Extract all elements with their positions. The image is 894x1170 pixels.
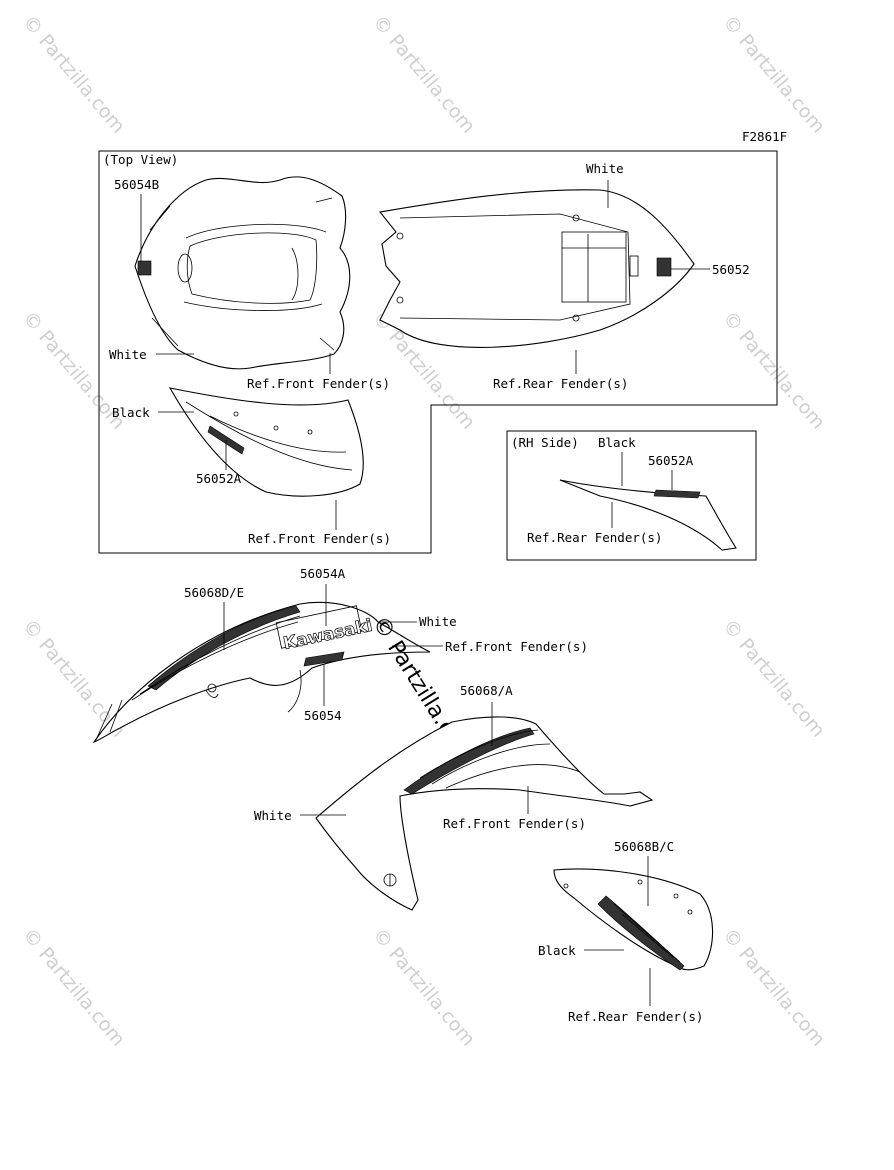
watermark: © Partzilla.com [718,307,829,433]
label-ref-front-fender: Ref.Front Fender(s) [248,531,391,546]
front-fender-right-side [315,716,654,911]
top-view-title: (Top View) [103,152,178,167]
label-56068-A: 56068/A [460,683,513,698]
label-black: Black [538,943,576,958]
label-56054B: 56054B [114,177,159,192]
rear-fender-rh-side [559,479,737,551]
label-black: Black [112,405,150,420]
front-fender-left-side: Kawasaki [92,601,431,744]
label-56052A: 56052A [648,453,694,468]
front-fender-top-view [134,176,351,370]
rh-side-frame [506,430,757,561]
label-ref-rear-fender: Ref.Rear Fender(s) [493,376,628,391]
label-ref-front-fender: Ref.Front Fender(s) [443,816,586,831]
label-white: White [109,347,147,362]
label-56052A: 56052A [196,471,242,486]
label-ref-front-fender: Ref.Front Fender(s) [445,639,588,654]
watermark: © Partzilla.com [718,924,829,1050]
label-white: White [254,808,292,823]
figure-code: F2861F [742,129,787,144]
watermark: © Partzilla.com [368,11,479,137]
label-56068D-E: 56068D/E [184,585,244,600]
label-56052: 56052 [712,262,750,277]
label-ref-front-fender: Ref.Front Fender(s) [247,376,390,391]
rh-side-title: (RH Side) [511,435,579,450]
label-56054A: 56054A [300,566,346,581]
watermark: © Partzilla.com [718,615,829,741]
label-white: White [586,161,624,176]
rear-fender-top-view [378,189,695,348]
label-white: White [419,614,457,629]
label-56068B-C: 56068B/C [614,839,674,854]
label-ref-rear-fender: Ref.Rear Fender(s) [568,1009,703,1024]
watermark: © Partzilla.com [18,924,129,1050]
watermark: © Partzilla.com [718,11,829,137]
label-56054: 56054 [304,708,342,723]
label-black: Black [598,435,636,450]
watermark: © Partzilla.com [18,11,129,137]
top-view-frame [98,150,778,554]
label-ref-rear-fender: Ref.Rear Fender(s) [527,530,662,545]
front-fender-side-part [168,387,364,497]
rear-fender-lower [553,868,714,971]
watermark: © Partzilla.com [368,924,479,1050]
